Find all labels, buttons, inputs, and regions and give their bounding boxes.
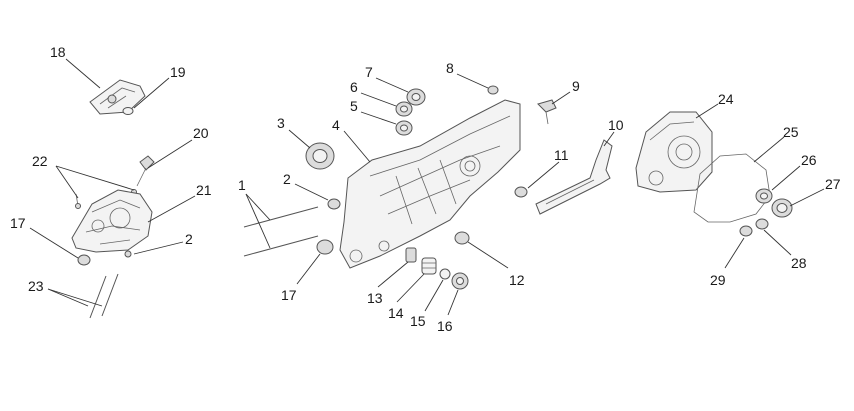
callout-23: 23 <box>28 278 44 294</box>
callout-5: 5 <box>350 98 358 114</box>
callout-2-left: 2 <box>185 231 193 247</box>
part-15-washer <box>439 268 451 280</box>
callout-10: 10 <box>608 117 624 133</box>
callout-27: 27 <box>825 176 841 192</box>
part-7-bearing <box>406 88 426 106</box>
callout-17-center: 17 <box>281 287 297 303</box>
part-27-bearing <box>771 198 793 218</box>
part-29-seal <box>739 225 753 237</box>
callout-29: 29 <box>710 272 726 288</box>
callout-12: 12 <box>509 272 525 288</box>
part-2-pin-left <box>124 250 132 258</box>
part-6-bearing <box>395 101 413 117</box>
callout-3: 3 <box>277 115 285 131</box>
callout-19: 19 <box>170 64 186 80</box>
part-20-plug <box>136 155 155 187</box>
part-17-bearing-center <box>316 239 334 255</box>
callout-labels: 18 19 20 22 21 17 2 23 1 2 17 3 4 7 6 5 … <box>10 44 841 334</box>
callout-2-center: 2 <box>283 171 291 187</box>
part-23-studs <box>89 273 119 319</box>
part-16-plug <box>451 272 469 290</box>
callout-1: 1 <box>238 177 246 193</box>
part-1-studs <box>243 206 319 257</box>
part-17-bearing-left <box>77 254 91 266</box>
part-12-seal <box>454 231 470 245</box>
part-8-bushing <box>487 85 499 95</box>
part-21-crankcase-left <box>71 189 153 253</box>
callout-14: 14 <box>388 305 404 321</box>
part-11-seal <box>514 186 528 198</box>
part-13-spring <box>405 247 417 263</box>
leader-lines <box>29 58 825 316</box>
part-28-seal <box>755 218 769 230</box>
callout-8: 8 <box>446 60 454 76</box>
callout-7: 7 <box>365 64 373 80</box>
callout-6: 6 <box>350 79 358 95</box>
callout-16: 16 <box>437 318 453 334</box>
callout-26: 26 <box>801 152 817 168</box>
part-10-bracket <box>535 139 613 215</box>
part-14-filter <box>421 257 437 275</box>
callout-18: 18 <box>50 44 66 60</box>
callout-25: 25 <box>783 124 799 140</box>
callout-13: 13 <box>367 290 383 306</box>
callout-17-left: 17 <box>10 215 26 231</box>
part-26-bearing <box>755 188 773 204</box>
callout-20: 20 <box>193 125 209 141</box>
part-5-bearing <box>395 120 413 136</box>
callout-9: 9 <box>572 78 580 94</box>
part-25-gasket <box>693 153 771 223</box>
part-19-ring <box>122 107 134 115</box>
callout-21: 21 <box>196 182 212 198</box>
callout-24: 24 <box>718 91 734 107</box>
callout-15: 15 <box>410 313 426 329</box>
part-2-dowel-center <box>327 198 341 210</box>
callout-28: 28 <box>791 255 807 271</box>
callout-22: 22 <box>32 153 48 169</box>
part-4-crankcase-main <box>339 99 521 269</box>
part-18-cover <box>89 79 146 115</box>
part-24-cover <box>635 111 713 193</box>
part-9-sensor <box>537 99 557 125</box>
callout-4: 4 <box>332 117 340 133</box>
part-3-bearing <box>305 142 335 170</box>
callout-11: 11 <box>554 147 569 163</box>
